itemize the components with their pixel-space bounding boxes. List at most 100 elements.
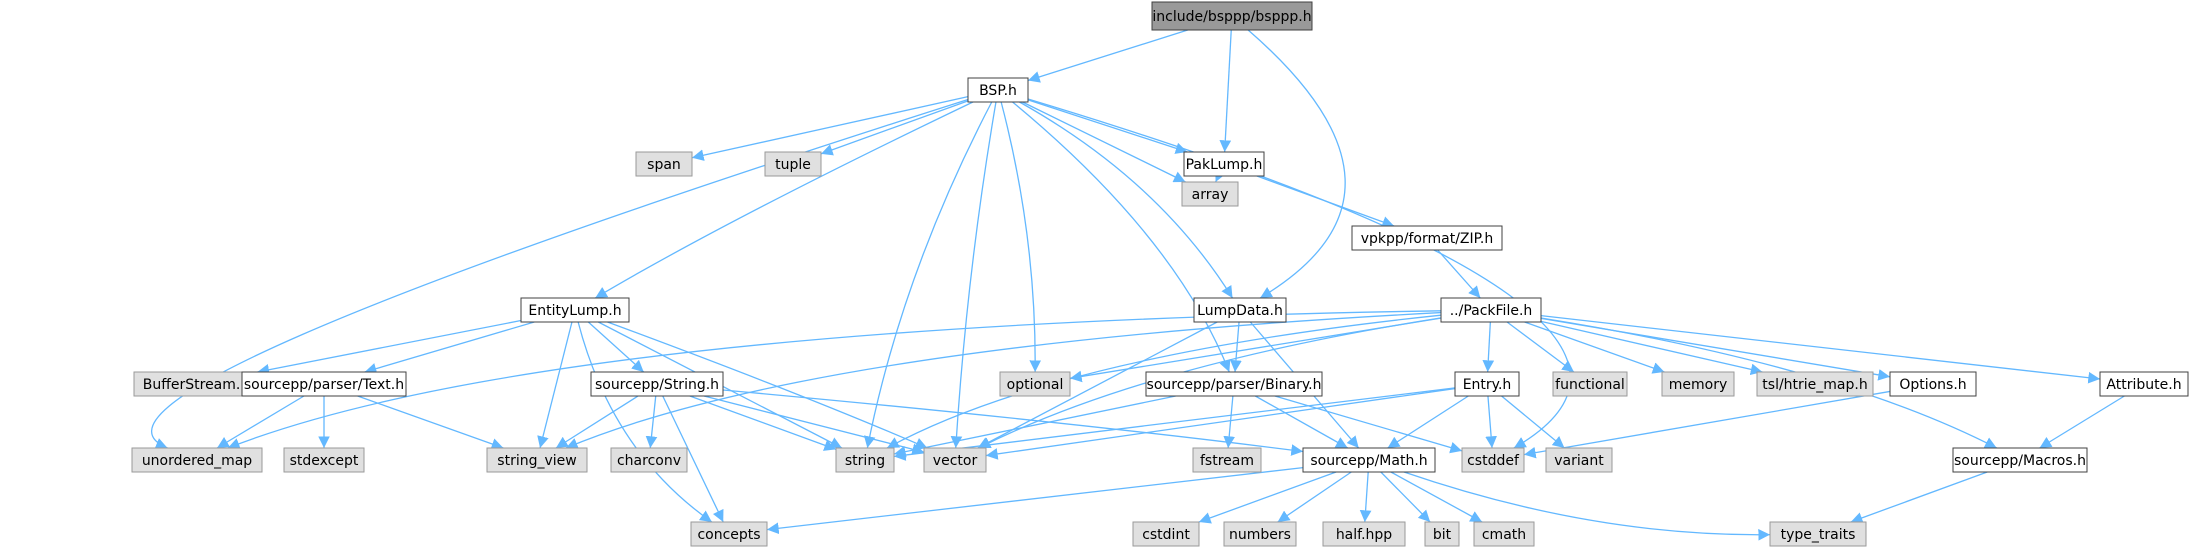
node-bufferstream: BufferStream.h [133,371,259,397]
edge-parserbinary-to-math [1255,395,1348,449]
edge-bsp-to-lumpdata [1019,101,1234,299]
node-concepts-box [690,521,768,547]
node-numbers: numbers [1223,521,1297,547]
node-bsp-box [967,77,1029,103]
node-unordered_map: unordered_map [131,447,263,473]
node-packfile-box [1440,297,1542,323]
node-paklump[interactable]: PakLump.h [1183,151,1265,177]
edge-packfile-to-memory [1524,321,1665,374]
node-math[interactable]: sourcepp/Math.h [1302,447,1436,473]
edge-bsp-to-paklump [1027,99,1188,154]
node-macros[interactable]: sourcepp/Macros.h [1952,447,2088,473]
node-cmath: cmath [1473,521,1535,547]
node-functional: functional [1552,371,1628,397]
edge-bsp-to-tuple [820,100,969,156]
node-array-label: array [1192,187,1229,203]
node-attribute-label: Attribute.h [2106,377,2181,393]
edge-parserbinary-to-cstddef [1274,395,1463,454]
node-root-box [1151,1,1313,31]
edge-packfile-to-entryh [1482,321,1495,373]
edge-bsp-to-parserbinary [1012,101,1231,373]
node-parsertext[interactable]: sourcepp/parser/Text.h [241,371,407,397]
node-options[interactable]: Options.h [1889,371,1977,397]
edge-bsp-to-string [863,101,993,449]
node-fstream-label: fstream [1200,453,1254,469]
node-charconv-label: charconv [617,453,681,469]
edge-lumpdata-to-vector [977,321,1218,449]
node-paklump-box [1183,151,1265,177]
node-root[interactable]: include/bsppp/bsppp.h [1151,1,1313,31]
node-type_traits-box [1769,521,1867,547]
node-functional-box [1552,371,1628,397]
edge-packfile-to-htriemap [1540,320,1763,376]
node-variant-label: variant [1554,453,1604,469]
node-sppstring-box [590,371,724,397]
node-string: string [835,447,895,473]
node-tuple-box [764,151,822,177]
node-packfile[interactable]: ../PackFile.h [1440,297,1542,323]
node-fstream-box [1192,447,1262,473]
node-bufferstream-label: BufferStream.h [143,377,249,393]
edge-math-to-cstdint [1198,471,1337,524]
edge-entitylump-to-concepts [577,321,713,523]
node-vector-label: vector [933,453,978,469]
node-cstdint-label: cstdint [1142,527,1190,543]
edge-entitylump-to-string_view [537,321,573,449]
node-fstream: fstream [1192,447,1262,473]
edge-entryh-to-string [893,387,1456,461]
node-paklump-label: PakLump.h [1186,157,1263,173]
node-variant: variant [1545,447,1613,473]
node-bufferstream-box [133,371,259,397]
edge-options-to-cstddef [1523,390,1891,459]
node-stdexcept-label: stdexcept [290,453,359,469]
edge-packfile-to-attribute [1540,315,2101,384]
edge-vpkppzip-to-packfile [1437,249,1481,299]
node-entryh[interactable]: Entry.h [1454,371,1520,397]
edge-bsp-to-vector [950,101,997,449]
edge-packfile-to-string [886,314,1442,449]
edge-paklump-to-vpkppzip [1256,175,1395,228]
node-sppstring[interactable]: sourcepp/String.h [590,371,724,397]
node-packfile-label: ../PackFile.h [1450,303,1533,319]
node-halfhpp: half.hpp [1322,521,1406,547]
node-macros-box [1952,447,2088,473]
node-options-label: Options.h [1899,377,1966,393]
node-tuple-label: tuple [775,157,811,173]
edge-math-to-cmath [1390,471,1483,523]
edge-math-to-type_traits [1403,471,1771,541]
edge-bsp-to-array [1022,101,1186,183]
node-lumpdata[interactable]: LumpData.h [1193,297,1287,323]
node-numbers-label: numbers [1229,527,1291,543]
node-attribute[interactable]: Attribute.h [2099,371,2189,397]
node-string_view-box [486,447,588,473]
edge-parsertext-to-unordered_map [216,395,305,449]
node-tuple: tuple [764,151,822,177]
node-parserbinary[interactable]: sourcepp/parser/Binary.h [1145,371,1323,397]
edge-entitylump-to-parsertext [364,321,535,375]
node-vpkppzip[interactable]: vpkpp/format/ZIP.h [1351,225,1503,251]
node-numbers-box [1223,521,1297,547]
edge-packfile-to-functional [1506,321,1575,373]
node-entitylump[interactable]: EntityLump.h [520,297,630,323]
edge-bsp-to-optional [1000,101,1042,373]
node-optional-box [999,371,1071,397]
node-stdexcept: stdexcept [283,447,365,473]
edge-packfile-to-unordered_map [227,310,1442,450]
edge-bsp-to-entitylump [594,101,974,299]
edge-math-to-concepts [766,466,1304,535]
node-htriemap-label: tsl/htrie_map.h [1762,377,1867,393]
node-math-label: sourcepp/Math.h [1310,453,1427,469]
node-vector-box [923,447,987,473]
node-entryh-box [1454,371,1520,397]
edge-root-to-bsp [1027,29,1188,83]
node-entitylump-label: EntityLump.h [528,303,621,319]
node-math-box [1302,447,1436,473]
node-memory-box [1661,371,1735,397]
node-entryh-label: Entry.h [1463,377,1512,393]
node-halfhpp-box [1322,521,1406,547]
node-vpkppzip-box [1351,225,1503,251]
node-htriemap-box [1756,371,1874,397]
node-bsp[interactable]: BSP.h [967,77,1029,103]
